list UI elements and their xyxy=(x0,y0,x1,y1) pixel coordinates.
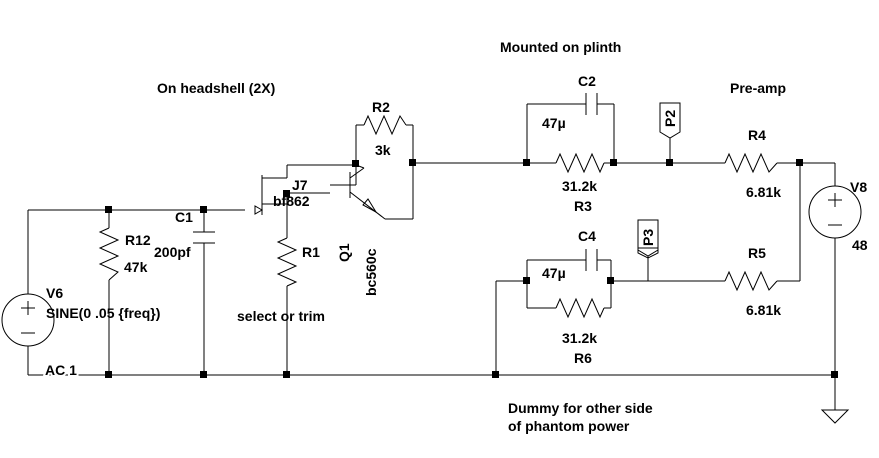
resistor-r2-symbol xyxy=(363,114,407,136)
j7-value: bf862 xyxy=(273,193,310,209)
r6-name: R6 xyxy=(574,350,592,366)
v6-ac: AC 1 xyxy=(45,362,77,378)
ground-icon xyxy=(820,409,850,424)
resistor-r12-symbol xyxy=(98,227,120,281)
r5-name: R5 xyxy=(748,245,766,261)
capacitor-c4-symbol xyxy=(585,249,598,271)
r2-name: R2 xyxy=(372,99,390,115)
c1-name: C1 xyxy=(175,209,193,225)
resistor-r6-symbol xyxy=(555,297,605,319)
r2-value: 3k xyxy=(375,142,391,158)
source-v8-symbol xyxy=(808,185,862,239)
c4-value: 47µ xyxy=(542,265,566,281)
q1-name: Q1 xyxy=(336,243,352,262)
note-dummy-line1: Dummy for other side xyxy=(508,400,653,416)
r6-value: 31.2k xyxy=(562,330,597,346)
junction-dots xyxy=(105,159,838,378)
note-headshell: On headshell (2X) xyxy=(157,80,275,96)
probe-p3-flag: P3 xyxy=(637,219,659,259)
c2-name: C2 xyxy=(578,73,596,89)
resistor-r1-symbol xyxy=(276,237,298,287)
v6-value: SINE(0 .05 {freq}) xyxy=(46,305,160,321)
jfet-j7-symbol xyxy=(254,165,288,215)
labels: Mounted on plinth On headshell (2X) Pre-… xyxy=(43,39,868,434)
r3-name: R3 xyxy=(574,198,592,214)
r12-value: 47k xyxy=(124,259,148,275)
c1-value: 200pf xyxy=(154,244,191,260)
probe-p3-label: P3 xyxy=(640,229,656,246)
r12-name: R12 xyxy=(125,232,151,248)
note-dummy-line2: of phantom power xyxy=(508,418,630,434)
v8-name: V8 xyxy=(850,179,867,195)
v6-name: V6 xyxy=(46,285,63,301)
note-preamp: Pre-amp xyxy=(730,80,786,96)
resistor-r5-symbol xyxy=(724,270,778,292)
probe-p2-flag: P2 xyxy=(659,102,681,139)
capacitor-c2-symbol xyxy=(585,93,598,115)
transistor-q1-symbol xyxy=(349,164,386,220)
r5-value: 6.81k xyxy=(746,302,781,318)
v8-value: 48 xyxy=(852,237,868,253)
q1-value: bc560c xyxy=(363,248,379,296)
r3-value: 31.2k xyxy=(562,178,597,194)
c2-value: 47µ xyxy=(542,115,566,131)
wires xyxy=(27,103,836,410)
r1-name: R1 xyxy=(302,244,320,260)
r4-value: 6.81k xyxy=(746,184,781,200)
r4-name: R4 xyxy=(748,127,766,143)
resistor-r4-symbol xyxy=(724,152,778,174)
capacitor-c1-symbol xyxy=(193,231,215,244)
j7-name: J7 xyxy=(292,177,308,193)
source-v6-symbol xyxy=(1,293,55,347)
note-select-trim: select or trim xyxy=(237,308,325,324)
note-plinth: Mounted on plinth xyxy=(500,39,621,55)
resistor-r3-symbol xyxy=(555,152,605,174)
c4-name: C4 xyxy=(578,228,596,244)
probe-p2-label: P2 xyxy=(662,110,678,127)
